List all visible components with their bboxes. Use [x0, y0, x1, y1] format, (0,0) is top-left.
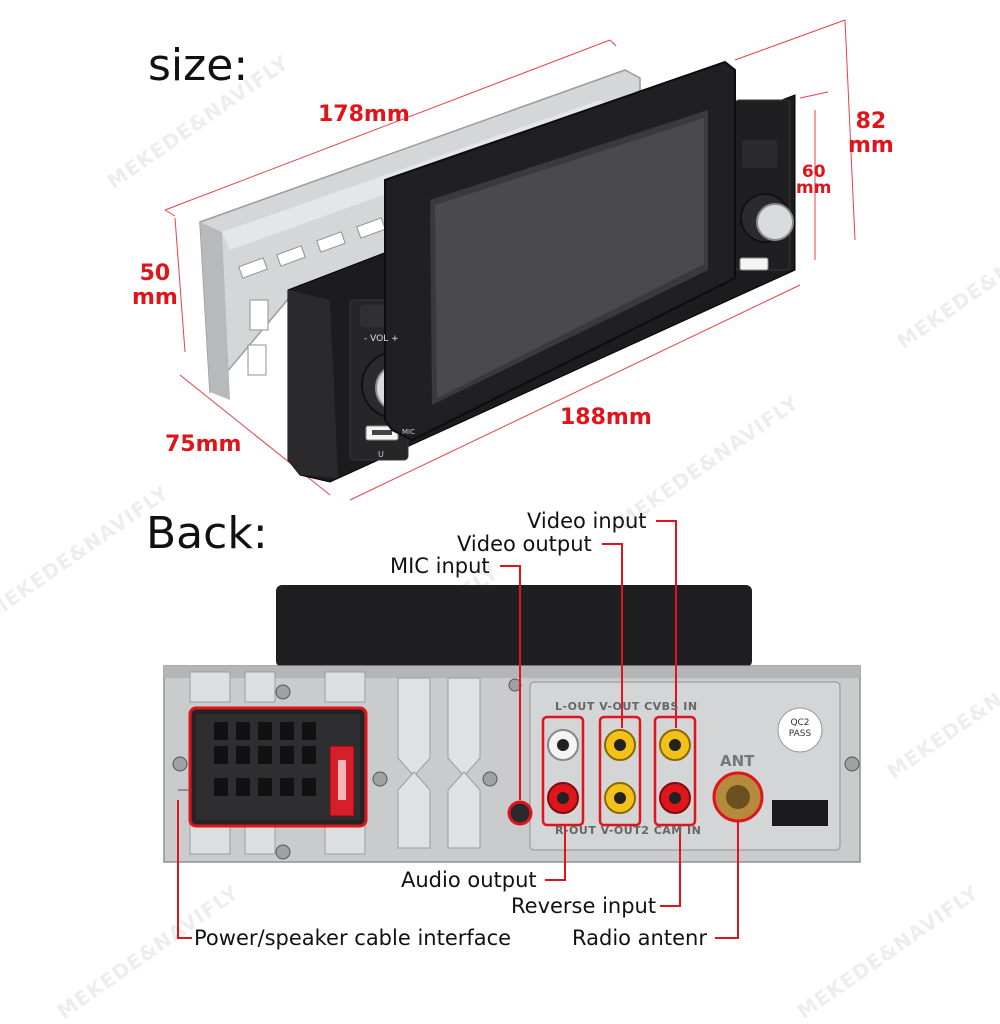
usb-label: U — [378, 450, 384, 459]
dimension-width-label: 188mm — [560, 405, 652, 430]
dimension-height-82-value: 82 — [855, 109, 887, 134]
dimension-height-50: 50 mm — [132, 262, 178, 310]
qc2-badge-line2: PASS — [788, 729, 812, 739]
dimension-height-50-value: 50 — [139, 261, 171, 286]
callout-power-speaker: Power/speaker cable interface — [194, 926, 512, 950]
dimension-length-label: 178mm — [318, 102, 410, 127]
dimension-height-50-unit: mm — [132, 285, 178, 310]
port-label-top-row: L-OUT V-OUT CVBS IN — [555, 700, 698, 713]
callout-audio-output: Audio output — [401, 868, 537, 892]
back-heading: Back: — [146, 508, 268, 559]
dimension-height-60-value: 60 — [801, 162, 826, 182]
dimension-height-60-unit: mm — [796, 178, 832, 198]
ant-label: ANT — [720, 752, 755, 770]
mic-label: MIC — [402, 428, 415, 436]
size-heading: size: — [148, 40, 249, 91]
callout-video-output: Video output — [457, 532, 592, 556]
dimension-height-60: 60 mm — [796, 162, 832, 198]
head-unit-back-illustration — [163, 520, 861, 939]
callout-reverse-input: Reverse input — [511, 894, 657, 918]
dimension-height-82-unit: mm — [848, 133, 894, 158]
callout-radio-antenna: Radio antenr — [572, 926, 707, 950]
port-label-bottom-row: R-OUT V-OUT2 CAM IN — [555, 824, 702, 837]
dimension-height-82: 82 mm — [848, 110, 894, 158]
qc2-badge: QC2 PASS — [780, 718, 820, 740]
dimension-depth-label: 75mm — [165, 432, 242, 457]
qc2-badge-line1: QC2 — [790, 718, 810, 728]
head-unit-front-illustration — [164, 19, 856, 501]
callout-video-input: Video input — [527, 509, 647, 533]
callout-mic-input: MIC input — [390, 554, 490, 578]
vol-label: - VOL + — [364, 334, 399, 344]
